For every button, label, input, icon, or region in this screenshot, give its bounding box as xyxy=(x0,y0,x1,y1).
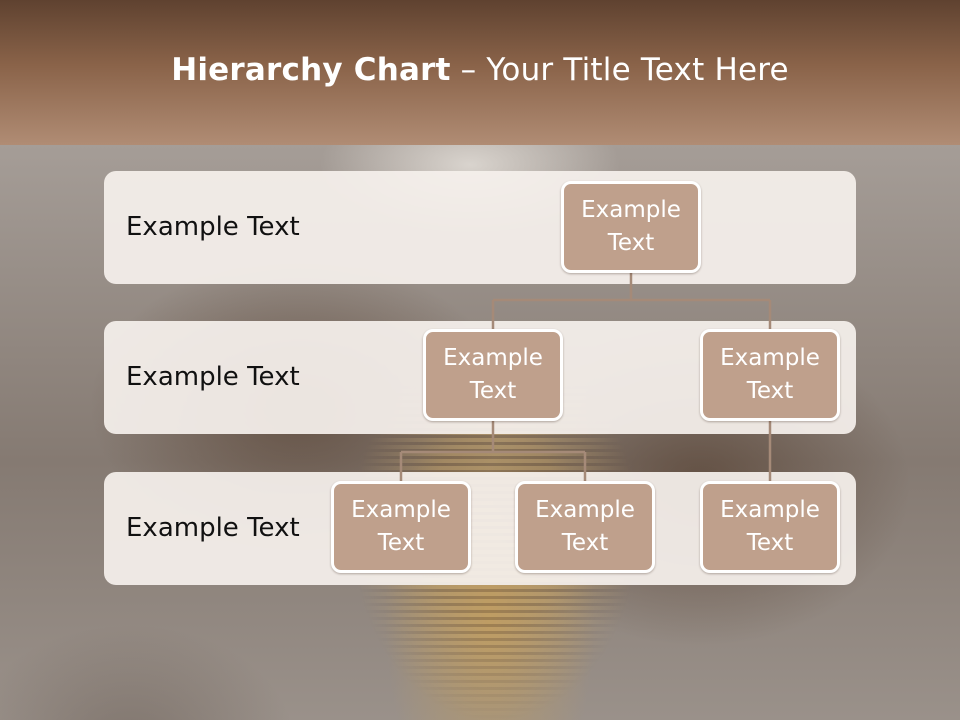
node-level3-left-text: Example Text xyxy=(351,497,451,556)
node-level3-left[interactable]: Example Text xyxy=(331,481,471,573)
level-2-label: Example Text xyxy=(126,362,300,392)
title-bar: Hierarchy Chart – Your Title Text Here xyxy=(0,0,960,145)
node-level2-right-text: Example Text xyxy=(720,345,820,404)
node-level3-middle-text: Example Text xyxy=(535,497,635,556)
node-level3-right[interactable]: Example Text xyxy=(700,481,840,573)
node-root[interactable]: Example Text xyxy=(561,181,701,273)
node-level2-left-text: Example Text xyxy=(443,345,543,404)
level-band-1: Example Text xyxy=(104,171,856,284)
node-level2-right[interactable]: Example Text xyxy=(700,329,840,421)
node-level3-right-text: Example Text xyxy=(720,497,820,556)
slide-title: Hierarchy Chart – Your Title Text Here xyxy=(0,52,960,88)
node-level2-left[interactable]: Example Text xyxy=(423,329,563,421)
node-level3-middle[interactable]: Example Text xyxy=(515,481,655,573)
title-rest-part: – Your Title Text Here xyxy=(450,52,789,88)
level-3-label: Example Text xyxy=(126,513,300,543)
title-bold-part: Hierarchy Chart xyxy=(171,52,451,88)
node-root-text: Example Text xyxy=(581,197,681,256)
level-1-label: Example Text xyxy=(126,212,300,242)
